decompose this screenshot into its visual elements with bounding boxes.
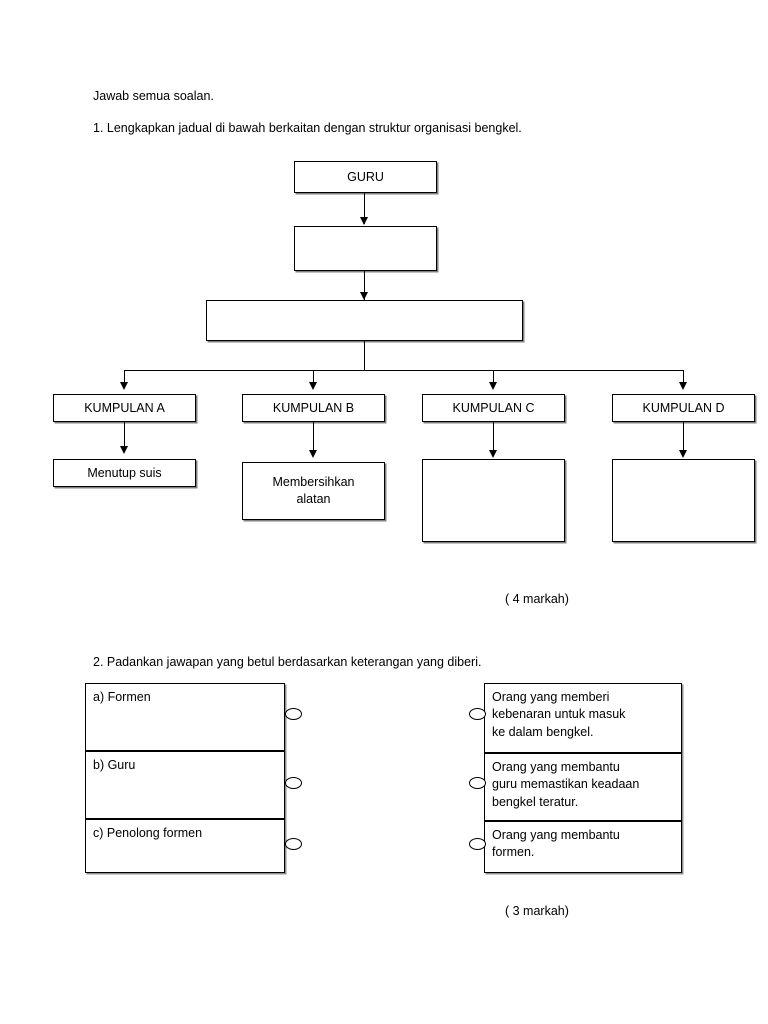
matching-left-item-a[interactable]: a) Formen	[85, 683, 285, 751]
matching-connector-left-b[interactable]	[285, 777, 302, 789]
arrowhead-task-c	[489, 450, 497, 458]
matching-right-item-1[interactable]: Orang yang memberi kebenaran untuk masuk…	[484, 683, 682, 753]
connector-bus-to-group-d	[683, 370, 684, 386]
flowchart-box-group-b: KUMPULAN B	[242, 394, 385, 422]
matching-right-label-3: Orang yang membantu formen.	[492, 828, 620, 860]
flowchart-box-group-a: KUMPULAN A	[53, 394, 196, 422]
arrowhead-level3	[360, 292, 368, 300]
matching-connector-left-c[interactable]	[285, 838, 302, 850]
connector-level2-to-level3	[364, 271, 365, 301]
connector-group-b-to-task	[313, 422, 314, 456]
flowchart-box-task-c-blank[interactable]	[422, 459, 565, 542]
arrowhead-group-a	[120, 382, 128, 390]
matching-right-label-1: Orang yang memberi kebenaran untuk masuk…	[492, 690, 626, 739]
matching-connector-right-1[interactable]	[469, 708, 486, 720]
connector-bus-to-group-c	[493, 370, 494, 386]
matching-left-item-c[interactable]: c) Penolong formen	[85, 819, 285, 873]
matching-right-item-2[interactable]: Orang yang membantu guru memastikan kead…	[484, 753, 682, 821]
connector-level3-to-bus	[364, 341, 365, 370]
arrowhead-level2	[360, 217, 368, 225]
question-1-text: 1. Lengkapkan jadual di bawah berkaitan …	[93, 121, 522, 135]
flowchart-box-level2-blank[interactable]	[294, 226, 437, 271]
flowchart-box-task-d-blank[interactable]	[612, 459, 755, 542]
matching-left-item-b[interactable]: b) Guru	[85, 751, 285, 819]
matching-left-label-b: b) Guru	[93, 758, 136, 772]
flowchart-box-level3-blank[interactable]	[206, 300, 523, 341]
flowchart-box-group-d: KUMPULAN D	[612, 394, 755, 422]
arrowhead-group-d	[679, 382, 687, 390]
connector-group-c-to-task	[493, 422, 494, 456]
question-1-marks: ( 4 markah)	[505, 592, 569, 606]
matching-connector-left-a[interactable]	[285, 708, 302, 720]
connector-bus-to-group-b	[313, 370, 314, 386]
connector-bus-to-group-a	[124, 370, 125, 386]
arrowhead-group-c	[489, 382, 497, 390]
arrowhead-task-a	[120, 446, 128, 454]
flowchart-box-guru: GURU	[294, 161, 437, 193]
matching-connector-right-3[interactable]	[469, 838, 486, 850]
connector-group-a-to-task	[124, 422, 125, 452]
connector-group-d-to-task	[683, 422, 684, 456]
arrowhead-task-b	[309, 450, 317, 458]
flowchart-box-task-b: Membersihkan alatan	[242, 462, 385, 520]
matching-left-label-c: c) Penolong formen	[93, 826, 203, 840]
question-2-text: 2. Padankan jawapan yang betul berdasark…	[93, 655, 482, 669]
connector-guru-to-level2	[364, 193, 365, 224]
matching-connector-right-2[interactable]	[469, 777, 486, 789]
matching-right-label-2: Orang yang membantu guru memastikan kead…	[492, 760, 640, 809]
matching-right-item-3[interactable]: Orang yang membantu formen.	[484, 821, 682, 873]
instruction-text: Jawab semua soalan.	[93, 89, 214, 103]
arrowhead-group-b	[309, 382, 317, 390]
distribution-bus-line	[124, 370, 684, 371]
matching-left-label-a: a) Formen	[93, 690, 151, 704]
flowchart-box-group-c: KUMPULAN C	[422, 394, 565, 422]
flowchart-box-task-a: Menutup suis	[53, 459, 196, 487]
question-2-marks: ( 3 markah)	[505, 904, 569, 918]
arrowhead-task-d	[679, 450, 687, 458]
